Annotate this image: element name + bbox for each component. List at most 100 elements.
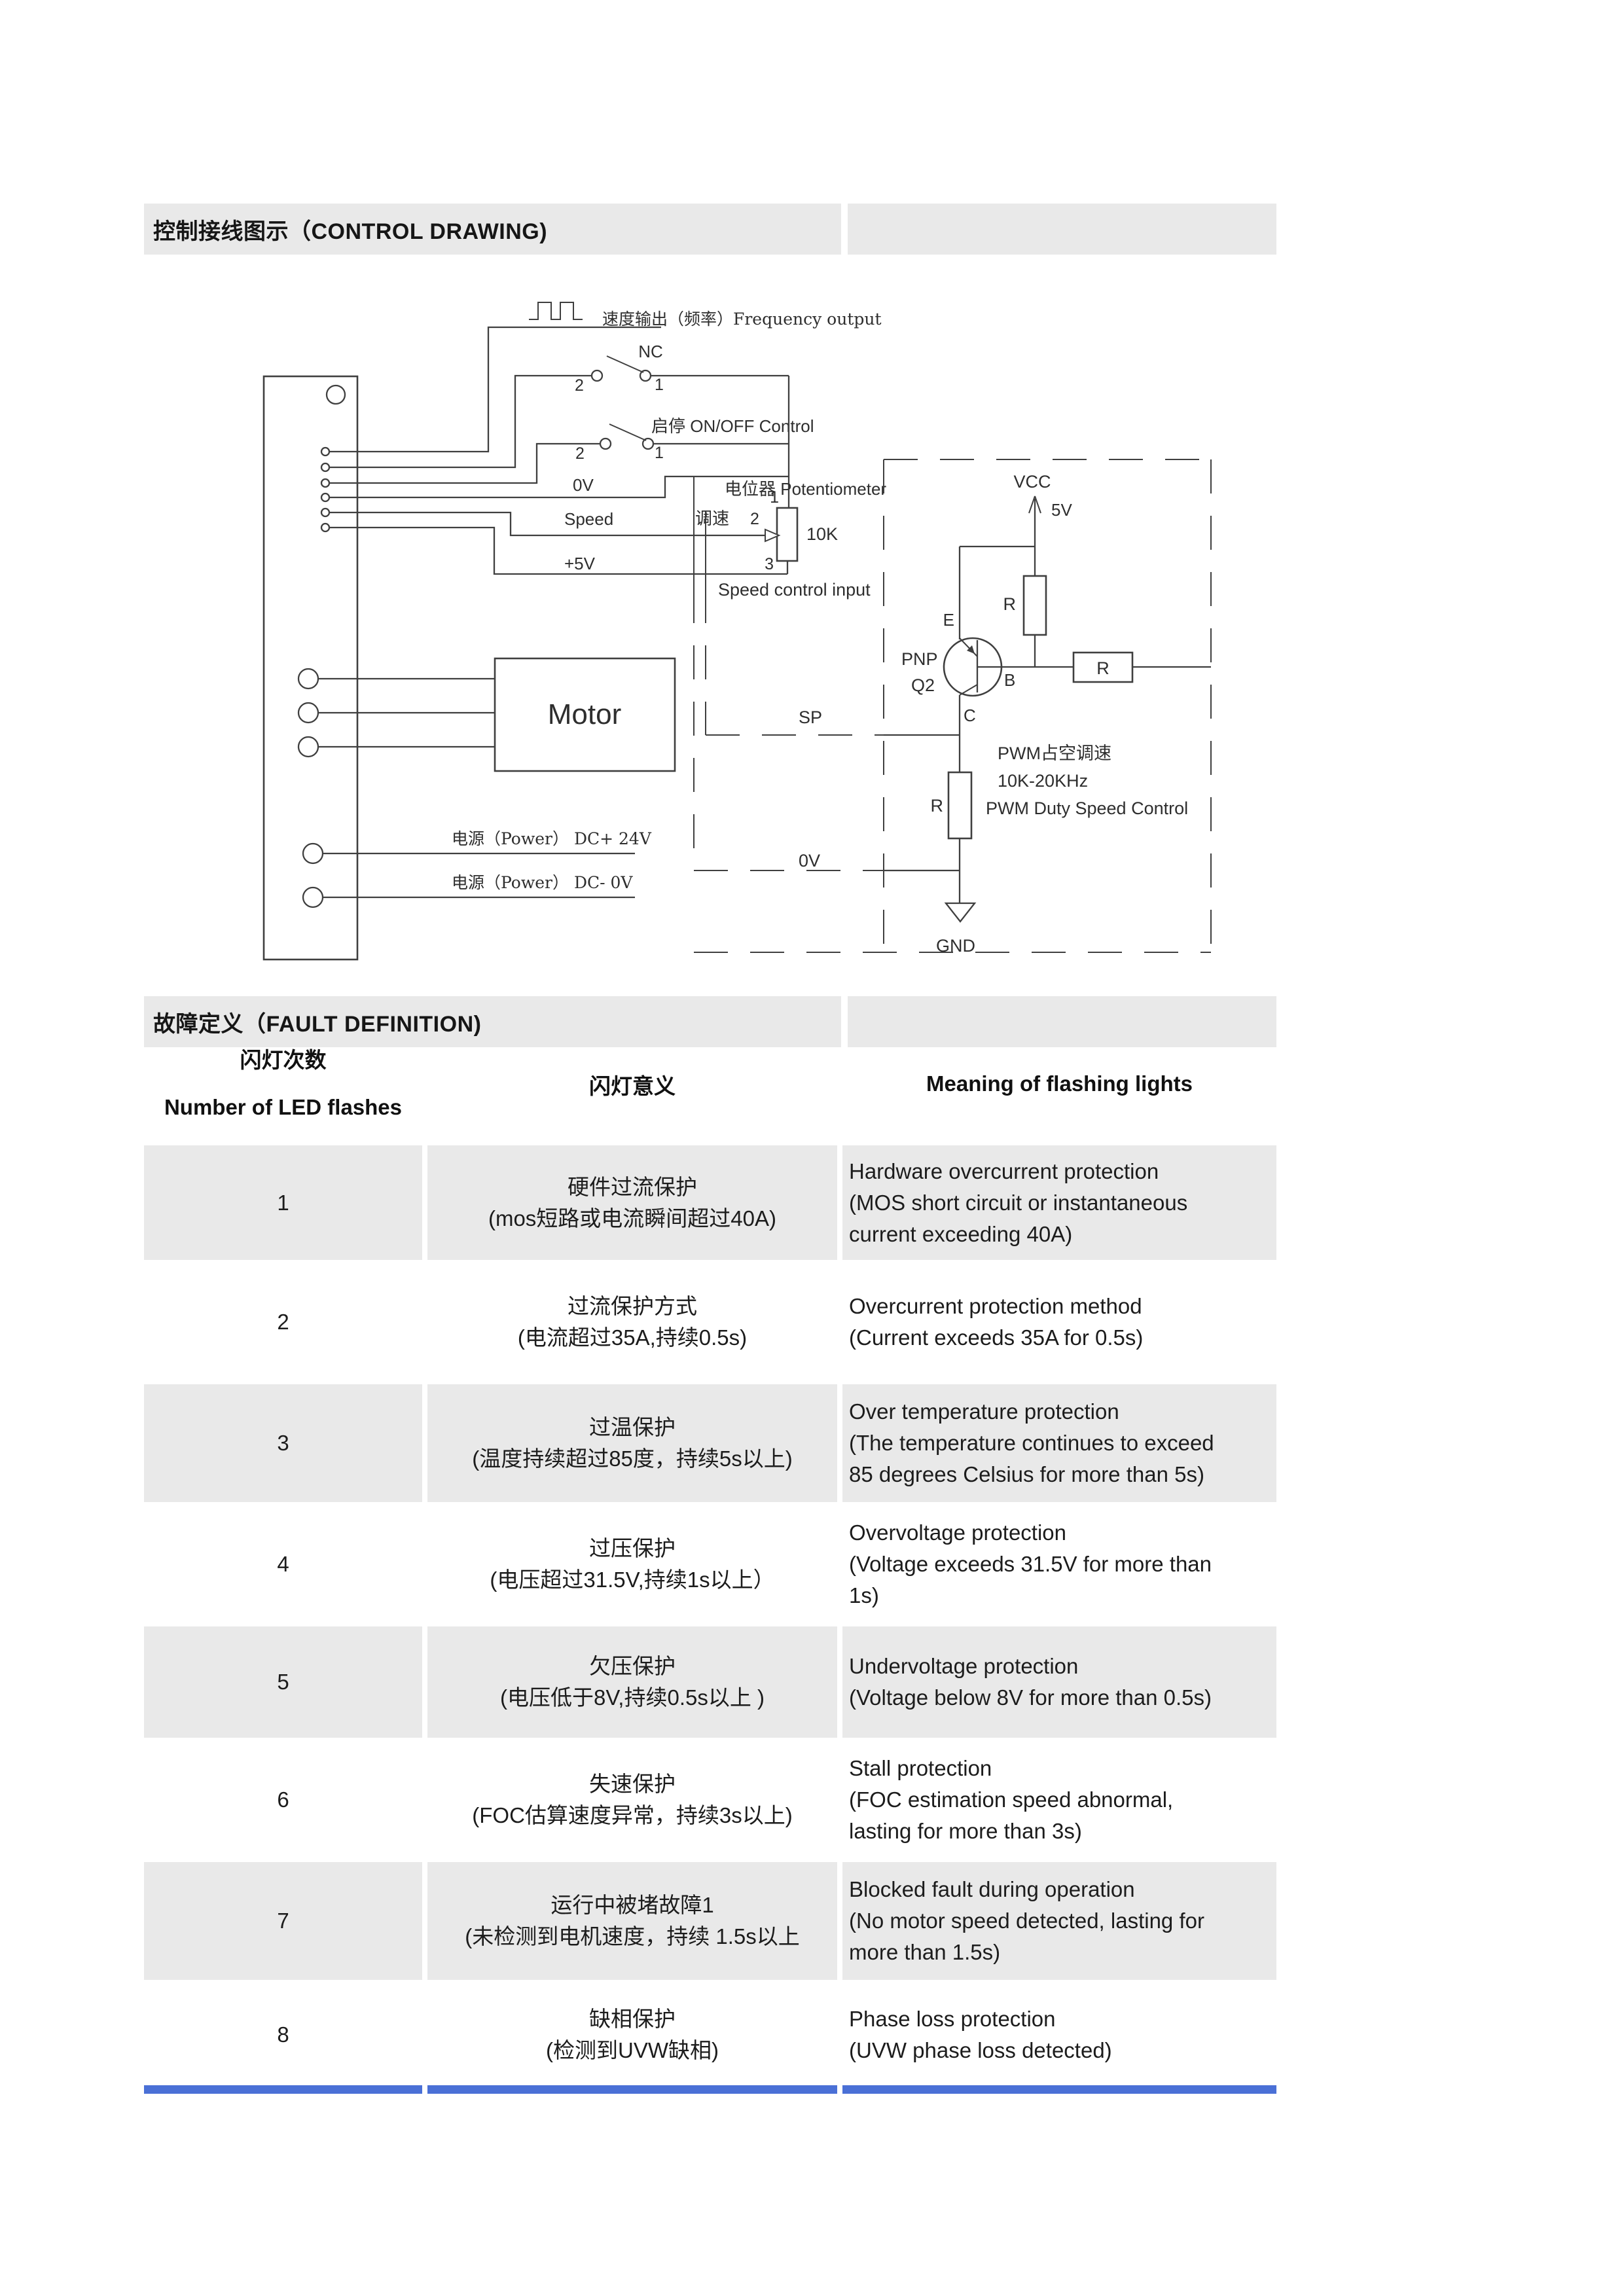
onoff-terminal-1: 1 — [655, 444, 664, 462]
nc-terminal-1: 1 — [655, 376, 664, 394]
fault-row-count: 8 — [144, 1980, 422, 2089]
col-header-flashes-en: Number of LED flashes — [164, 1095, 403, 1119]
fault-row-count: 7 — [144, 1862, 422, 1980]
pot-value: 10K — [806, 524, 838, 544]
plus5v-wire — [329, 526, 789, 575]
speed-wire — [329, 511, 765, 537]
fault-zh: 缺相保护(检测到UVW缺相) — [546, 2006, 719, 2062]
fault-row-meaning-en: Overvoltage protection(Voltage exceeds 3… — [842, 1502, 1276, 1626]
col-header-flashes-zh: 闪灯次数 — [240, 1048, 327, 1072]
pwm-freq-label: 10K-20KHz — [998, 771, 1088, 791]
vcc-arrow-icon — [1028, 495, 1041, 514]
fault-row-meaning-en: Stall protection(FOC estimation speed ab… — [842, 1738, 1276, 1862]
flash-count: 6 — [277, 1787, 289, 1812]
fault-row-meaning-en: Hardware overcurrent protection(MOS shor… — [842, 1145, 1276, 1260]
power-terminal-minus — [302, 886, 324, 908]
fault-row-meaning-zh: 过压保护(电压超过31.5V,持续1s以上） — [427, 1502, 837, 1626]
fault-row-count: 1 — [144, 1145, 422, 1260]
fault-en: Phase loss protection(UVW phase loss det… — [849, 2006, 1112, 2062]
col-header-meaning-en: Meaning of flashing lights — [926, 1071, 1193, 1096]
fault-row-meaning-zh: 运行中被堵故障1(未检测到电机速度，持续 1.5s以上 — [427, 1862, 837, 1980]
nc-switch-wire-left — [329, 374, 592, 469]
nc-contact-2 — [590, 369, 604, 382]
control-drawing-band — [144, 204, 841, 255]
speed-control-input-label: Speed control input — [718, 580, 871, 600]
pulse-waveform-icon — [529, 302, 583, 320]
plus5v-label: +5V — [564, 554, 596, 573]
power-minus-label: 电源（Power） DC- 0V — [452, 873, 633, 892]
accent-bar-right — [842, 2085, 1276, 2094]
flash-count: 3 — [277, 1431, 289, 1455]
onoff-label: 启停 ON/OFF Control — [651, 416, 814, 436]
pullup-resistor — [1022, 575, 1047, 636]
fault-row-meaning-zh: 缺相保护(检测到UVW缺相) — [427, 1980, 837, 2089]
fault-zh: 运行中被堵故障1(未检测到电机速度，持续 1.5s以上 — [465, 1893, 800, 1948]
fault-zh: 硬件过流保护(mos短路或电流瞬间超过40A) — [488, 1174, 777, 1230]
emitter-wire — [958, 545, 1035, 639]
q2-label: Q2 — [911, 675, 935, 695]
fault-zh: 欠压保护(电压低于8V,持续0.5s以上 ) — [499, 1654, 765, 1710]
fault-en: Over temperature protection(The temperat… — [849, 1399, 1214, 1486]
base-label: B — [1004, 670, 1015, 690]
fault-en: Blocked fault during operation(No motor … — [849, 1877, 1204, 1964]
flash-count: 2 — [277, 1310, 289, 1334]
flash-count: 4 — [277, 1552, 289, 1576]
fault-row-meaning-en: Over temperature protection(The temperat… — [842, 1384, 1276, 1502]
5v-label: 5V — [1051, 500, 1072, 520]
pwm-box-border — [694, 459, 1212, 953]
mounting-hole — [325, 384, 346, 405]
terminal-5v — [320, 522, 331, 533]
nc-switch-blade — [606, 355, 644, 373]
potentiometer-label: 电位器 Potentiometer — [725, 479, 886, 499]
collector-label: C — [964, 706, 976, 725]
fault-row-meaning-zh: 过流保护方式(电流超过35A,持续0.5s) — [427, 1260, 837, 1384]
flash-count: 7 — [277, 1909, 289, 1933]
fault-row-count: 6 — [144, 1738, 422, 1862]
fault-en: Hardware overcurrent protection(MOS shor… — [849, 1158, 1188, 1246]
fault-row-meaning-en: Blocked fault during operation(No motor … — [842, 1862, 1276, 1980]
emitter-label: E — [943, 610, 954, 630]
flash-count: 8 — [277, 2022, 289, 2047]
accent-bar-left — [144, 2085, 422, 2094]
power-plus-label: 电源（Power） DC+ 24V — [452, 829, 652, 848]
fault-row-meaning-zh: 过温保护(温度持续超过85度，持续5s以上) — [427, 1384, 837, 1502]
fault-row-count: 4 — [144, 1502, 422, 1626]
control-wiring-diagram: 速度输出（频率）Frequency output NC 2 1 启停 ON/OF… — [262, 302, 1212, 961]
zero-volt-wire — [329, 475, 789, 499]
tiaosu-label: 调速 — [695, 509, 729, 528]
pnp-label: PNP — [901, 649, 938, 669]
fault-definition-title: 故障定义（FAULT DEFINITION) — [153, 1011, 482, 1037]
power-wires — [323, 852, 635, 899]
fault-definition-band — [144, 996, 841, 1047]
terminal-nc — [320, 462, 331, 473]
pwm-zh-label: PWM占空调速 — [998, 744, 1111, 763]
fault-row-meaning-zh: 失速保护(FOC估算速度异常，持续3s以上) — [427, 1738, 837, 1862]
fault-en: Undervoltage protection(Voltage below 8V… — [849, 1654, 1212, 1710]
terminal-onoff — [320, 478, 331, 488]
motor-terminal-u — [297, 668, 319, 690]
series-resistor-label: R — [1096, 658, 1110, 678]
nc-label: NC — [638, 342, 663, 361]
freq-output-label: 速度输出（频率）Frequency output — [602, 310, 882, 329]
potentiometer-body — [776, 507, 799, 562]
fault-row-meaning-en: Phase loss protection(UVW phase loss det… — [842, 1980, 1276, 2089]
terminal-freq — [320, 446, 331, 457]
fault-zh: 过流保护方式(电流超过35A,持续0.5s) — [517, 1294, 748, 1350]
pwm-en-label: PWM Duty Speed Control — [986, 798, 1188, 818]
fault-row-count: 5 — [144, 1626, 422, 1738]
fault-row-meaning-en: Overcurrent protection method(Current ex… — [842, 1260, 1276, 1384]
nc-terminal-2: 2 — [575, 376, 584, 395]
motor-wires — [319, 677, 495, 748]
gnd-label: GND — [936, 936, 975, 956]
vcc-label: VCC — [1013, 472, 1051, 492]
motor-terminal-v — [297, 702, 319, 724]
speed-label: Speed — [564, 509, 613, 529]
motor-terminal-w — [297, 736, 319, 758]
collector-resistor-label: R — [931, 796, 944, 816]
pot-terminal-3: 3 — [765, 555, 774, 573]
power-terminal-plus — [302, 842, 324, 865]
flash-count: 1 — [277, 1190, 289, 1215]
fault-zh: 过温保护(温度持续超过85度，持续5s以上) — [472, 1415, 793, 1471]
motor-label: Motor — [548, 698, 621, 730]
pullup-resistor-label: R — [1003, 594, 1017, 614]
